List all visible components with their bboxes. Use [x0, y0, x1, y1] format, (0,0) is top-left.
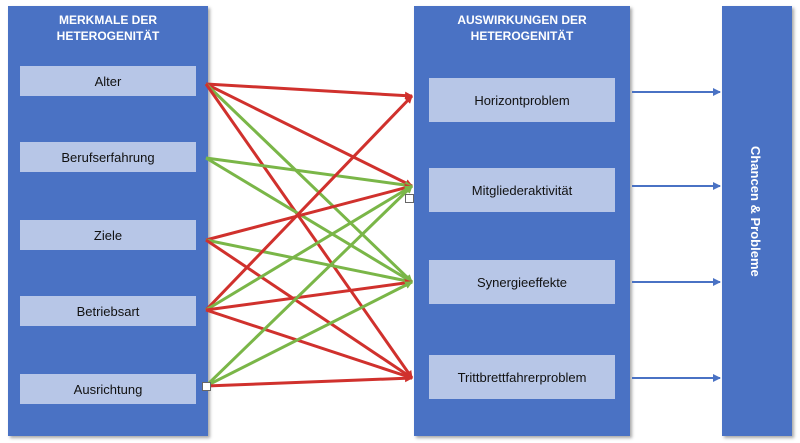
node-trittbrettfahrerproblem: Trittbrettfahrerproblem: [429, 355, 615, 399]
arrow-red-12: [205, 308, 413, 380]
selection-handle: [202, 382, 211, 391]
middle-panel-title: AUSWIRKUNGEN DER HETEROGENITÄT: [457, 13, 587, 43]
middle-panel: AUSWIRKUNGEN DER HETEROGENITÄT Horizontp…: [414, 6, 630, 436]
node-horizontproblem: Horizontproblem: [429, 78, 615, 122]
node-ausrichtung: Ausrichtung: [20, 374, 196, 404]
right-panel-label: Chancen & Probleme: [748, 146, 763, 277]
right-panel: Chancen & Probleme: [722, 6, 792, 436]
arrow-green-7: [205, 238, 413, 285]
arrow-green-14: [205, 280, 413, 388]
node-berufserfahrung: Berufserfahrung: [20, 142, 196, 172]
arrow-red-15: [205, 374, 413, 388]
node-betriebsart: Betriebsart: [20, 296, 196, 326]
node-synergieeffekte: Synergieeffekte: [429, 260, 615, 304]
arrow-green-5: [205, 156, 413, 284]
arrow-red-8: [205, 238, 413, 380]
left-panel-title: MERKMALE DER HETEROGENITÄT: [56, 13, 160, 43]
arrow-red-11: [205, 278, 413, 312]
arrow-red-3: [204, 83, 414, 379]
arrow-red-0: [205, 82, 413, 100]
selection-handle: [405, 194, 414, 203]
node-mitgliederaktivitaet: Mitgliederaktivität: [429, 168, 615, 212]
arrow-green-13: [204, 184, 414, 388]
arrow-green-2: [204, 82, 414, 284]
arrow-green-10: [205, 184, 413, 312]
left-panel: MERKMALE DER HETEROGENITÄT Alter Berufse…: [8, 6, 208, 436]
arrow-red-9: [204, 94, 414, 312]
node-alter: Alter: [20, 66, 196, 96]
arrow-red-6: [205, 183, 413, 242]
node-ziele: Ziele: [20, 220, 196, 250]
arrow-green-4: [205, 156, 413, 190]
arrow-red-1: [205, 82, 413, 188]
